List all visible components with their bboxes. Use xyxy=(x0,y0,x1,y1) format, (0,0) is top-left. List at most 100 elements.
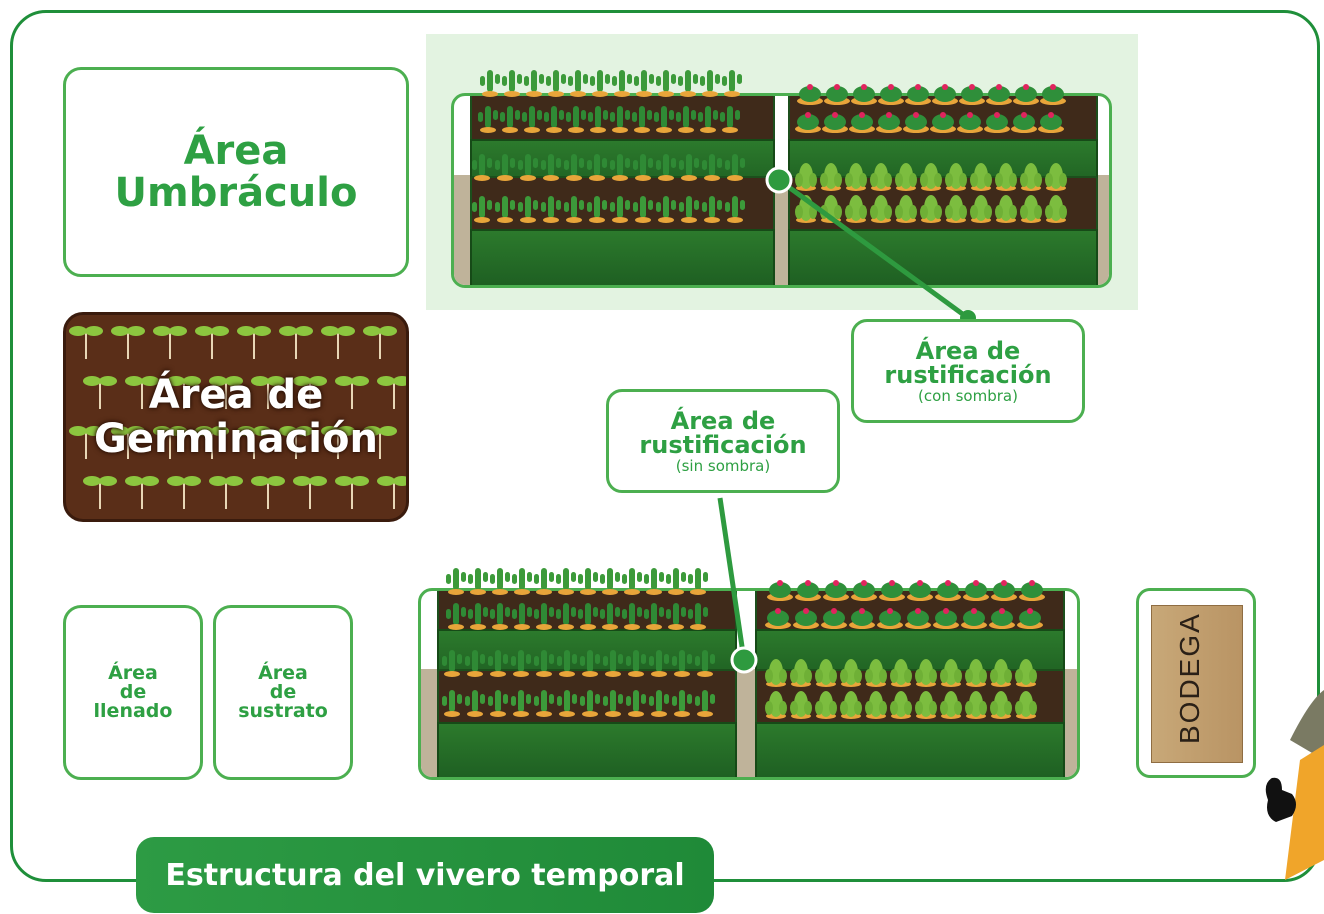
succulent-icon xyxy=(845,195,867,223)
seedling-icon xyxy=(293,476,327,509)
cactus-icon xyxy=(490,568,510,595)
cactus-icon xyxy=(725,154,745,181)
cactus-icon xyxy=(568,70,588,97)
succulent-icon xyxy=(970,195,992,223)
round-cactus-icon xyxy=(935,580,961,601)
mascot-hand xyxy=(1265,777,1296,822)
seedling-icon xyxy=(167,476,201,509)
cactus-icon xyxy=(654,106,674,133)
round-cactus-icon xyxy=(876,112,902,133)
succulent-icon xyxy=(1015,691,1037,719)
area-germinacion-line2: Germinación xyxy=(94,416,378,462)
area-germinacion-box: Área de Germinación xyxy=(63,312,409,522)
cactus-icon xyxy=(578,568,598,595)
succulent-icon xyxy=(895,195,917,223)
succulent-icon xyxy=(820,163,842,191)
cactus-icon xyxy=(488,690,508,717)
cactus-icon xyxy=(478,106,498,133)
round-cactus-icon xyxy=(905,608,931,629)
cactus-icon xyxy=(587,154,607,181)
cactus-icon xyxy=(634,70,654,97)
cactus-icon xyxy=(633,154,653,181)
round-cactus-icon xyxy=(991,580,1017,601)
cactus-icon xyxy=(720,106,740,133)
cactus-icon xyxy=(656,154,676,181)
cactus-icon xyxy=(722,70,742,97)
mascot-body xyxy=(1285,745,1324,880)
plant-bed xyxy=(788,176,1098,285)
area-llenado-line3: llenado xyxy=(93,700,173,722)
cactus-icon xyxy=(603,690,623,717)
area-germinacion-label: Área de Germinación xyxy=(66,373,406,461)
round-cactus-icon xyxy=(984,112,1010,133)
area-umbraculo-line1: Área xyxy=(183,128,289,174)
callout-rustificacion-sin-sombra: Área de rustificación (sin sombra) xyxy=(606,389,840,493)
area-llenado-box: Área de llenado xyxy=(63,605,203,780)
cactus-icon xyxy=(578,603,598,630)
round-cactus-icon xyxy=(930,112,956,133)
seedling-icon xyxy=(69,326,103,359)
seedling-icon xyxy=(237,326,271,359)
cactus-icon xyxy=(666,568,686,595)
round-cactus-icon xyxy=(877,608,903,629)
cactus-icon xyxy=(442,650,462,677)
cactus-icon xyxy=(688,568,708,595)
cactus-icon xyxy=(725,196,745,223)
cactus-icon xyxy=(564,154,584,181)
cactus-icon xyxy=(495,196,515,223)
mascot-hat xyxy=(1290,690,1324,760)
round-cactus-icon xyxy=(821,608,847,629)
cactus-icon xyxy=(544,106,564,133)
cactus-icon xyxy=(566,106,586,133)
cactus-icon xyxy=(522,106,542,133)
cactus-icon xyxy=(564,196,584,223)
succulent-icon xyxy=(865,659,887,687)
succulent-icon xyxy=(965,659,987,687)
succulent-icon xyxy=(945,195,967,223)
cactus-icon xyxy=(698,106,718,133)
plant-bed xyxy=(437,669,737,777)
seedling-icon xyxy=(111,426,145,459)
round-cactus-icon xyxy=(823,580,849,601)
cactus-icon xyxy=(500,106,520,133)
callout-rustificacion-con-sombra: Área de rustificación (con sombra) xyxy=(851,319,1085,423)
callout-sin-line1: Área de xyxy=(670,406,776,435)
cactus-icon xyxy=(468,603,488,630)
cactus-icon xyxy=(580,650,600,677)
succulent-icon xyxy=(815,691,837,719)
cactus-icon xyxy=(600,603,620,630)
succulent-icon xyxy=(965,691,987,719)
cactus-icon xyxy=(702,196,722,223)
seedling-icon xyxy=(363,426,397,459)
connector-dot xyxy=(730,646,758,674)
area-llenado-line2: de xyxy=(119,681,147,703)
cactus-icon xyxy=(472,196,492,223)
cactus-icon xyxy=(679,154,699,181)
connector-line-con-sombra xyxy=(777,177,970,321)
succulent-icon xyxy=(895,163,917,191)
succulent-icon xyxy=(915,691,937,719)
cactus-icon xyxy=(468,568,488,595)
cactus-icon xyxy=(695,650,715,677)
cactus-icon xyxy=(649,690,669,717)
round-cactus-icon xyxy=(767,580,793,601)
round-cactus-icon xyxy=(851,84,877,105)
seedlings-illustration xyxy=(69,326,406,509)
round-cactus-icon xyxy=(849,112,875,133)
cactus-icon xyxy=(700,70,720,97)
cactus-icon xyxy=(490,603,510,630)
seedling-icon xyxy=(377,476,406,509)
succulent-icon xyxy=(845,163,867,191)
round-cactus-icon xyxy=(1011,112,1037,133)
area-germinacion-line1: Área de xyxy=(148,372,324,418)
cactus-icon xyxy=(612,70,632,97)
succulent-icon xyxy=(765,691,787,719)
succulent-icon xyxy=(920,163,942,191)
cactus-icon xyxy=(518,196,538,223)
succulent-icon xyxy=(870,195,892,223)
round-cactus-icon xyxy=(957,112,983,133)
succulent-icon xyxy=(890,691,912,719)
cactus-icon xyxy=(472,154,492,181)
cactus-icon xyxy=(557,650,577,677)
